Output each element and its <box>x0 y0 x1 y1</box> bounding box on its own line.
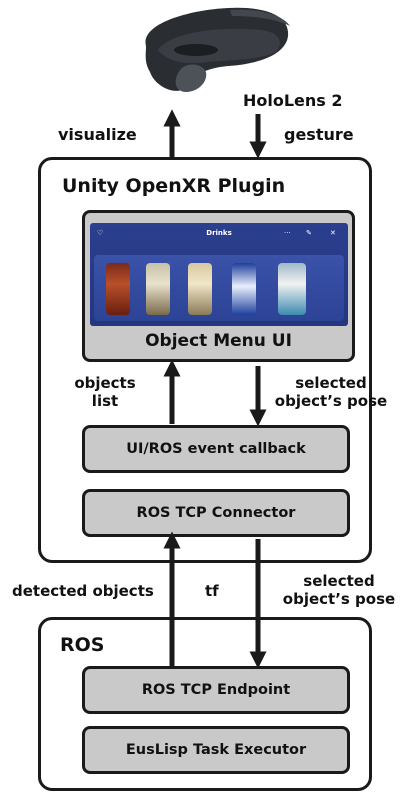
visualize-label: visualize <box>58 125 137 144</box>
selected-pose-label-bottom: selected object’s pose <box>276 572 402 608</box>
menu-screenshot: ♡ Drinks ··· ✎ ✕ <box>90 223 348 326</box>
detected-objects-label: detected objects <box>12 582 154 600</box>
drink-item <box>278 263 306 315</box>
hololens-label: HoloLens 2 <box>243 91 343 110</box>
ui-ros-callback-label: UI/ROS event callback <box>126 441 306 457</box>
menu-shelf <box>94 255 344 321</box>
hololens-headset-image <box>145 7 290 92</box>
selected-pose-bottom-line1: selected <box>303 572 375 590</box>
more-icon: ··· <box>284 229 291 237</box>
drink-item <box>146 263 170 315</box>
ros-tcp-connector-box: ROS TCP Connector <box>82 489 350 537</box>
ui-ros-callback-box: UI/ROS event callback <box>82 425 350 473</box>
ros-tcp-endpoint-box: ROS TCP Endpoint <box>82 666 350 714</box>
drink-item <box>188 263 212 315</box>
euslisp-executor-box: EusLisp Task Executor <box>82 726 350 774</box>
unity-title: Unity OpenXR Plugin <box>62 175 286 197</box>
ros-tcp-endpoint-label: ROS TCP Endpoint <box>141 682 291 698</box>
objects-list-line1: objects <box>74 374 136 392</box>
tf-label: tf <box>205 582 219 600</box>
ros-title: ROS <box>60 634 105 656</box>
selected-pose-top-line2: object’s pose <box>274 392 388 410</box>
edit-icon: ✎ <box>306 229 312 237</box>
selected-pose-label-top: selected object’s pose <box>268 374 394 410</box>
objects-list-label: objects list <box>68 374 142 410</box>
selected-pose-bottom-line2: object’s pose <box>282 590 396 608</box>
ros-tcp-connector-label: ROS TCP Connector <box>136 505 296 521</box>
objects-list-line2: list <box>91 392 119 410</box>
menu-title-bar: ♡ Drinks ··· ✎ ✕ <box>90 223 348 243</box>
drink-item <box>106 263 130 315</box>
menu-title: Drinks <box>206 229 232 237</box>
euslisp-executor-label: EusLisp Task Executor <box>125 742 307 758</box>
gesture-label: gesture <box>284 125 354 144</box>
drink-item <box>232 263 256 315</box>
object-menu-caption: Object Menu UI <box>145 331 292 351</box>
close-icon: ✕ <box>330 229 336 237</box>
selected-pose-top-line1: selected <box>295 374 367 392</box>
heart-icon: ♡ <box>97 229 104 237</box>
